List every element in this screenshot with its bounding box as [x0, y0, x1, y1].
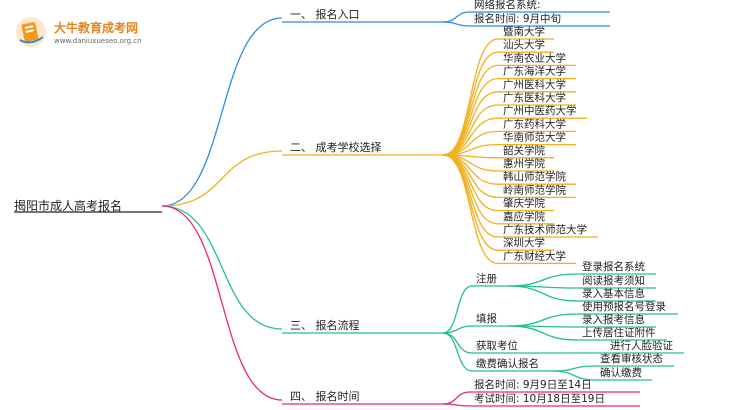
- school-item: 华南师范大学: [503, 131, 566, 144]
- school-item: 广州中医药大学: [503, 104, 577, 117]
- school-connector: [442, 154, 499, 225]
- school-item: 肇庆学院: [503, 197, 545, 210]
- leaf-node: 网络报名系统:: [474, 0, 541, 11]
- process-substep: 进行人脸验证: [610, 339, 673, 352]
- process-substep: 录入报考信息: [582, 313, 645, 326]
- process-substep: 登录报名系统: [582, 260, 645, 273]
- branch-label-3: 三、 报名流程: [290, 318, 360, 332]
- branch-label-1: 一、 报名入口: [290, 7, 360, 21]
- book-logo-icon: [16, 17, 46, 47]
- step-connector: [442, 332, 473, 372]
- leaf-connector: [442, 391, 471, 405]
- branch-connector: [161, 205, 283, 330]
- substep-connector: [507, 273, 579, 287]
- school-item: 汕头大学: [503, 38, 545, 51]
- substep-connector: [551, 370, 597, 381]
- branch-label-4: 四、 报名时间: [290, 389, 360, 403]
- leaf-connector: [442, 403, 471, 407]
- process-substep: 上传居住证附件: [582, 326, 656, 339]
- substep-connector: [507, 313, 579, 327]
- school-connector: [442, 51, 499, 156]
- leaf-connector: [442, 11, 471, 23]
- substep-connector: [507, 285, 579, 302]
- process-substep: 使用预报名号登录: [582, 300, 666, 313]
- school-item: 广东医科大学: [503, 91, 566, 104]
- root-node: 揭阳市成人高考报名: [14, 198, 122, 213]
- branch-connector: [161, 17, 283, 207]
- logo-url: www.daniuxueseo.org.cn: [54, 37, 142, 45]
- school-connector: [442, 154, 499, 185]
- branch-connector: [161, 205, 283, 401]
- leaf-connector: [442, 21, 471, 27]
- school-item: 嘉应学院: [503, 210, 545, 223]
- process-substep: 查看审核状态: [600, 352, 663, 365]
- process-step-3: 获取考位: [476, 339, 518, 352]
- school-item: 广州医科大学: [503, 78, 566, 91]
- school-item: 广东海洋大学: [503, 65, 566, 78]
- step-connector: [442, 285, 473, 334]
- school-connector: [442, 64, 499, 156]
- logo-title: 大牛教育成考网: [54, 21, 139, 35]
- process-step-4: 缴费确认报名: [476, 357, 539, 370]
- school-item: 广东财经大学: [503, 249, 566, 262]
- school-item: 韶关学院: [503, 144, 545, 157]
- substep-connector: [507, 325, 579, 341]
- school-item: 深圳大学: [503, 236, 545, 249]
- step-connector: [442, 332, 473, 354]
- leaf-node: 报名时间: 9月中旬: [474, 12, 561, 25]
- logo: 大牛教育成考网 www.daniuxueseo.org.cn: [14, 15, 142, 49]
- school-item: 广东技术师范大学: [503, 223, 587, 236]
- process-step-2: 填报: [476, 312, 497, 325]
- school-item: 惠州学院: [503, 157, 545, 170]
- school-connector: [442, 154, 499, 265]
- school-item: 韩山师范学院: [503, 170, 566, 183]
- school-item: 广东药科大学: [503, 117, 566, 130]
- process-substep: 录入基本信息: [582, 287, 645, 300]
- time-item: 报名时间: 9月9日至14日: [474, 378, 592, 391]
- school-item: 华南农业大学: [503, 51, 566, 64]
- substep-connector: [551, 365, 597, 372]
- process-substep: 阅读报考须知: [582, 274, 645, 287]
- branch-connector: [161, 150, 283, 207]
- process-substep: 确认缴费: [600, 366, 642, 379]
- time-item: 考试时间: 10月18日至19日: [474, 392, 605, 405]
- branch-label-2: 二、 成考学校选择: [290, 140, 382, 154]
- school-item: 岭南师范学院: [503, 183, 566, 196]
- school-item: 暨南大学: [503, 25, 545, 38]
- process-step-1: 注册: [476, 272, 497, 285]
